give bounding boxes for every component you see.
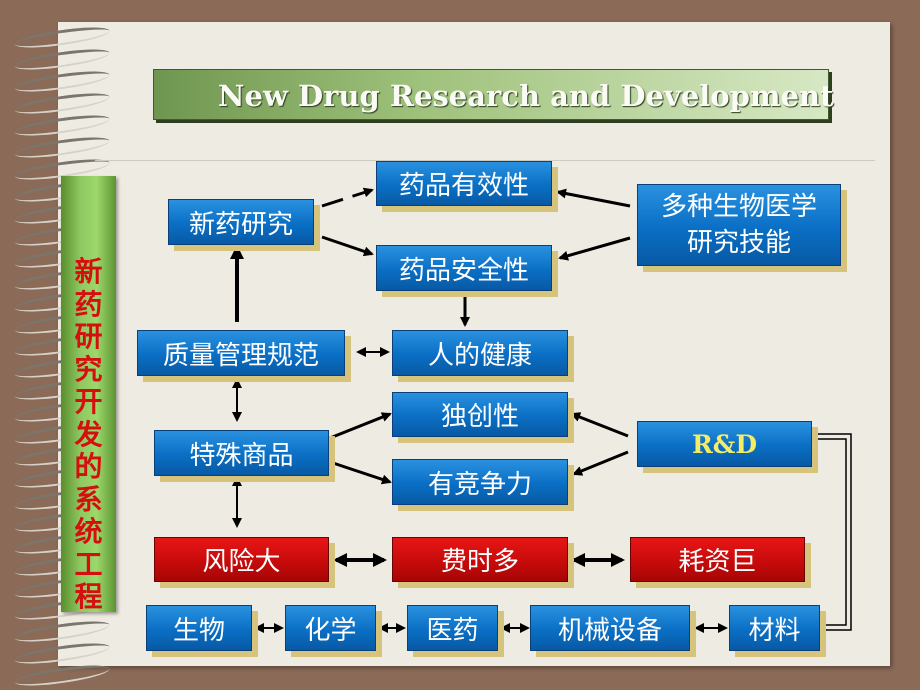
arrow-rnd-unique bbox=[570, 412, 629, 438]
node-quality-management: 质量管理规范 bbox=[137, 330, 345, 376]
arrow-skills-safety bbox=[558, 236, 631, 261]
arrow-research-efficacy bbox=[321, 187, 374, 208]
node-special-goods: 特殊商品 bbox=[154, 430, 329, 476]
header-divider bbox=[95, 160, 875, 161]
arrow-goods-compete bbox=[329, 460, 392, 485]
node-high-risk: 风险大 bbox=[154, 537, 329, 582]
node-huge-cost: 耗资巨 bbox=[630, 537, 805, 582]
node-time-consuming: 费时多 bbox=[392, 537, 568, 582]
arrow-research-safety bbox=[321, 235, 374, 257]
side-label: 新药研究开发的系统工程 bbox=[74, 255, 103, 613]
node-medicine: 医药 bbox=[407, 605, 498, 651]
node-biomedical-skills: 多种生物医学 研究技能 bbox=[637, 184, 841, 266]
bracket-rnd-materials-inner bbox=[814, 438, 847, 626]
arrow-skills-efficacy bbox=[556, 188, 631, 208]
arrow-goods-unique bbox=[329, 412, 392, 440]
node-new-drug-research: 新药研究 bbox=[168, 199, 314, 245]
arrow-rnd-compete bbox=[572, 450, 629, 476]
node-machinery: 机械设备 bbox=[530, 605, 690, 651]
node-human-health: 人的健康 bbox=[392, 330, 568, 376]
node-uniqueness: 独创性 bbox=[392, 392, 568, 437]
node-competitiveness: 有竞争力 bbox=[392, 459, 568, 505]
node-drug-safety: 药品安全性 bbox=[376, 245, 552, 291]
node-rnd: R&D bbox=[637, 421, 812, 467]
bracket-rnd-materials-outer bbox=[814, 433, 852, 631]
side-label-bar: 新药研究开发的系统工程 bbox=[61, 176, 116, 613]
node-materials: 材料 bbox=[729, 605, 820, 651]
node-biology: 生物 bbox=[146, 605, 252, 651]
node-chemistry: 化学 bbox=[285, 605, 376, 651]
slide-title: New Drug Research and Development bbox=[218, 79, 834, 113]
title-banner: New Drug Research and Development bbox=[153, 69, 834, 120]
node-drug-efficacy: 药品有效性 bbox=[376, 161, 552, 206]
